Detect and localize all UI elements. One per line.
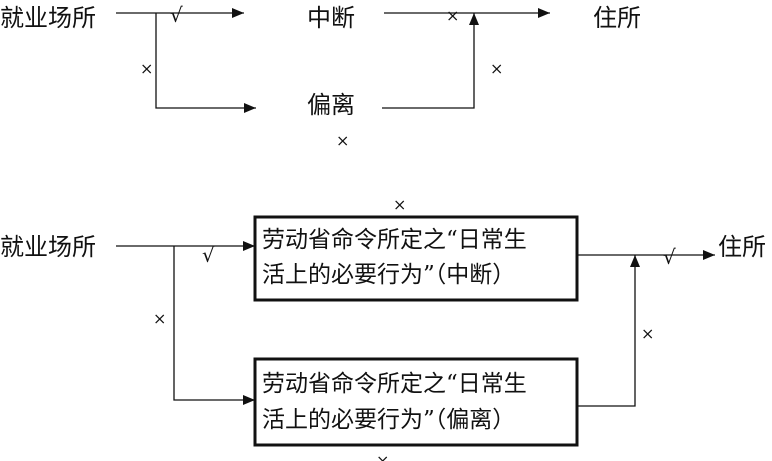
top-check-mark-1: √ xyxy=(170,3,183,27)
top-cross-mark-right: × xyxy=(490,59,503,78)
bottom-diagram: 就业场所 住所 劳动省命令所定之“日常生 活上的必要行为”（中断） 劳动省命令所… xyxy=(0,195,766,461)
bottom-check-mark-2: √ xyxy=(663,245,676,269)
top-interrupt-label: 中断 xyxy=(307,4,355,32)
top-arrow-start-to-deviate xyxy=(155,13,256,113)
top-cross-mark-bottom: × xyxy=(336,131,349,150)
bottom-check-mark-1: √ xyxy=(202,243,215,267)
top-arrow-deviate-to-main xyxy=(382,13,479,109)
bottom-cross-mark-bottom: × xyxy=(376,451,389,461)
bottom-arrow-deviate-to-main xyxy=(577,255,640,407)
bottom-start-label: 就业场所 xyxy=(0,233,96,261)
bottom-arrow-start-to-deviate xyxy=(173,246,255,405)
interrupt-box xyxy=(253,215,579,302)
bottom-cross-mark-right: × xyxy=(641,324,654,343)
deviate-box-line1: 劳动省命令所定之“日常生 xyxy=(262,371,527,397)
deviate-box xyxy=(253,357,579,447)
bottom-cross-mark-top: × xyxy=(393,195,406,214)
bottom-cross-mark-left: × xyxy=(153,309,166,328)
top-diagram: 就业场所 中断 住所 偏离 √ × × × × xyxy=(0,3,641,150)
top-deviate-label: 偏离 xyxy=(307,91,355,119)
interrupt-box-line2: 活上的必要行为”（中断） xyxy=(262,262,515,288)
top-end-label: 住所 xyxy=(593,4,641,32)
bottom-end-label: 住所 xyxy=(718,233,766,261)
top-cross-mark-main: × xyxy=(446,6,459,25)
top-cross-mark-left: × xyxy=(140,59,153,78)
interrupt-box-line1: 劳动省命令所定之“日常生 xyxy=(262,227,527,253)
top-start-label: 就业场所 xyxy=(0,4,96,32)
deviate-box-line2: 活上的必要行为”（偏离） xyxy=(262,407,515,433)
